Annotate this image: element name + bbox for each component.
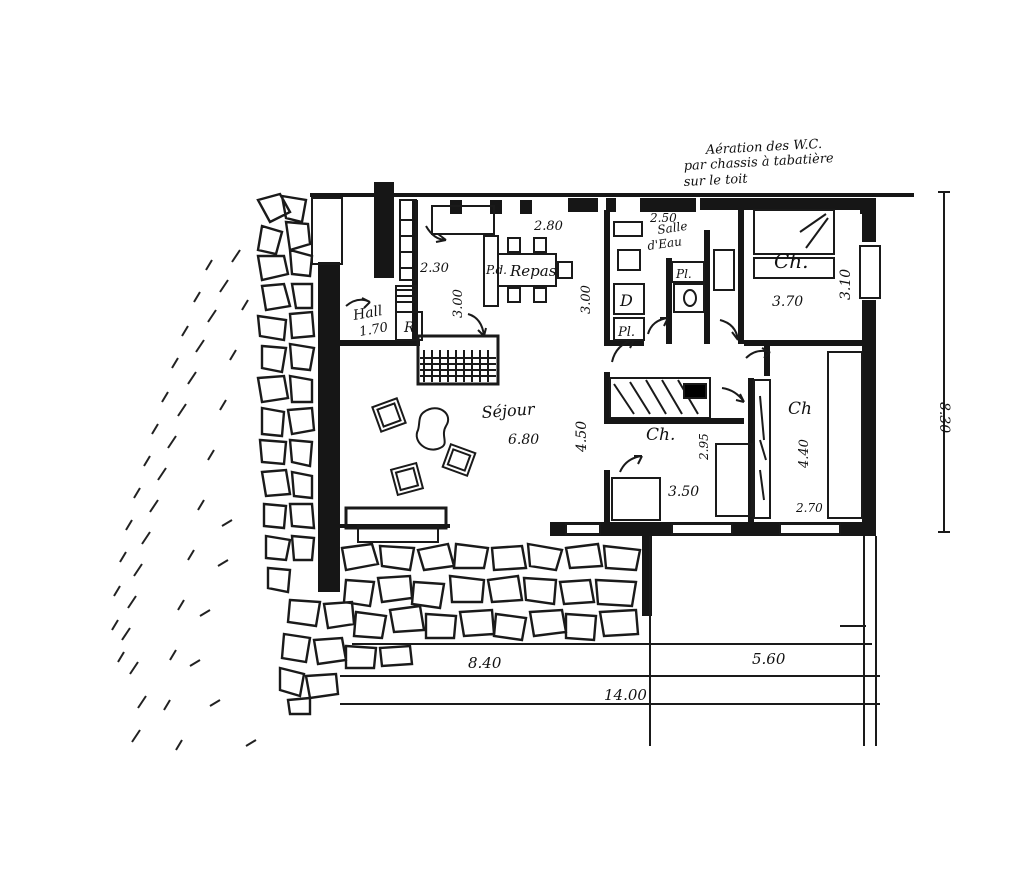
wall-top	[310, 193, 914, 197]
label-d: D	[619, 291, 633, 310]
label-ch1: Ch.	[774, 249, 809, 273]
label-ch3-height: 4.40	[797, 439, 812, 469]
label-sejour-height: 4.50	[574, 421, 590, 453]
label-salle-width: 2.50	[649, 211, 677, 225]
label-ch3-width: 2.70	[795, 501, 823, 515]
door-arrows	[345, 225, 771, 501]
label-repas-width: 2.80	[533, 219, 563, 234]
aeration-note-line3: sur le toit	[683, 172, 748, 190]
dimension-horizontal	[340, 536, 880, 746]
label-pde: P.d.	[485, 263, 507, 277]
living-furniture	[371, 397, 477, 497]
label-ch1-width: 3.70	[772, 294, 803, 310]
label-repas-height: 3.00	[579, 285, 594, 314]
label-pl-1: Pl.	[617, 325, 635, 340]
stone-wall-left	[256, 192, 316, 594]
label-ch2-width: 3.50	[668, 484, 699, 500]
label-hall: Hall	[351, 303, 384, 324]
aeration-note-line1: Aération des W.C.	[704, 137, 822, 158]
ground-hatching	[111, 249, 257, 751]
bathroom-fixtures	[613, 209, 835, 341]
dining-table	[483, 235, 573, 307]
dimension-right-width: 5.60	[752, 650, 786, 668]
label-deau: d'Eau	[646, 234, 682, 253]
label-kitchen-height: 3.00	[451, 289, 466, 318]
label-salle: Salle	[656, 219, 688, 237]
label-ch3: Ch	[788, 399, 812, 419]
dimension-left-width: 8.40	[468, 654, 502, 672]
label-kitchen-width: 2.30	[419, 261, 449, 276]
label-hall-dim: 1.70	[358, 320, 389, 340]
label-ch2: Ch.	[646, 425, 675, 445]
label-sejour: Séjour	[481, 399, 537, 422]
label-ch1-height: 3.10	[838, 269, 854, 300]
wall-chimney	[374, 182, 394, 278]
label-pl-2: Pl.	[675, 267, 692, 281]
dimension-vertical	[938, 191, 950, 533]
label-sejour-width: 6.80	[508, 432, 539, 448]
stone-terrace	[278, 542, 642, 716]
label-repas: Repas	[509, 262, 557, 280]
dimension-total-width: 14.00	[604, 686, 647, 704]
label-ch2-height: 2.95	[697, 433, 711, 461]
dimension-overall-height: 8.30	[936, 402, 952, 433]
stairs	[396, 219, 707, 415]
wall-right	[862, 210, 876, 242]
label-r: R	[403, 320, 415, 336]
wall-left	[318, 262, 340, 592]
